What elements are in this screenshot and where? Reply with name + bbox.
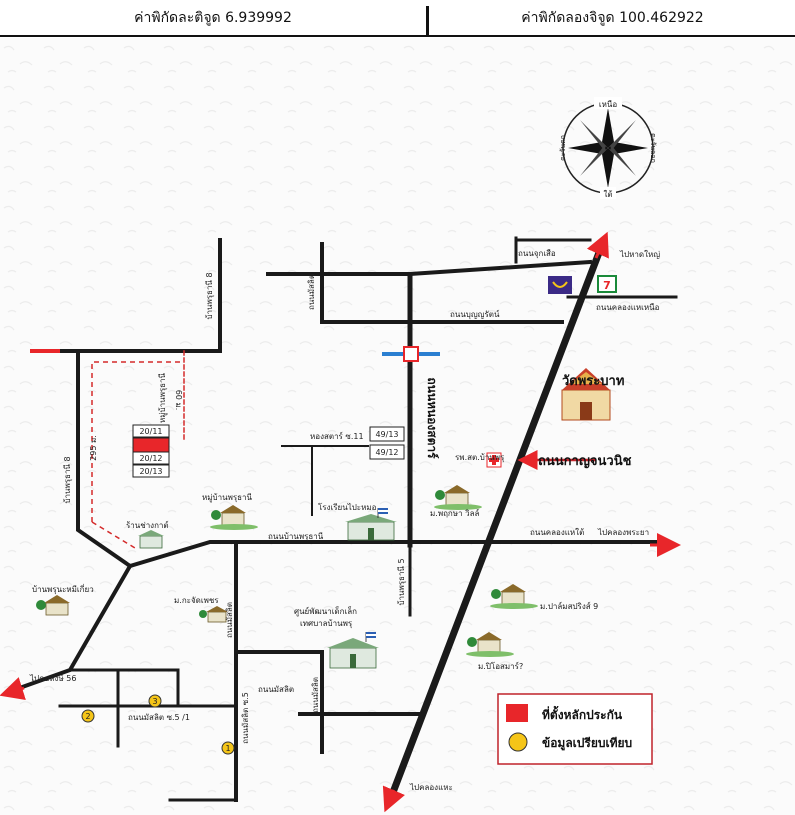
store-logo-text: 7 bbox=[603, 279, 611, 292]
comparison-marker-2 bbox=[81, 709, 95, 723]
label-hospital: รพ.สต.บ้านพรุ bbox=[455, 453, 505, 462]
parcel-49-12: 49/12 bbox=[375, 448, 398, 457]
legend-comparison-swatch bbox=[508, 732, 528, 752]
legend-collateral-label: ที่ตั้งหลักประกัน bbox=[542, 705, 623, 722]
road-mutsalit-low bbox=[234, 650, 324, 754]
label-mutsalit-s5: ถนนมัสลิต ซ.5 bbox=[241, 692, 250, 744]
label-mutsalit-mid: ถนนมัสลิต bbox=[225, 602, 234, 638]
coordinate-header: ค่าพิกัดละติจูด 6.939992 ค่าพิกัดลองจิจู… bbox=[0, 0, 795, 37]
label-bunyarat: ถนนบุญญรัตน์ bbox=[450, 309, 500, 319]
location-map: เหนือ ใต้ ตะวันออก ตะวันตก bbox=[0, 38, 795, 815]
compass-rose: เหนือ ใต้ ตะวันออก ตะวันตก bbox=[559, 97, 657, 199]
compass-east: ตะวันออก bbox=[649, 133, 657, 163]
label-mutsalit-s1: ถนนมัสลิต ซ.5 /1 bbox=[128, 713, 190, 722]
house-icon bbox=[36, 595, 70, 616]
label-child-center-1: ศูนย์พัฒนาเด็กเล็ก bbox=[294, 606, 357, 617]
label-village-road: หมู่บ้านพรุธานี bbox=[158, 372, 168, 423]
house-icon bbox=[490, 584, 538, 609]
parcel-20-11: 20/11 bbox=[139, 427, 162, 436]
label-nong-sat: ถนนหนองสตาร์ bbox=[425, 377, 439, 459]
parcel-group-other: 49/13 49/12 bbox=[369, 426, 405, 460]
hospital-icon bbox=[486, 452, 502, 468]
road-top bbox=[266, 259, 593, 276]
comparison-marker-3 bbox=[148, 694, 162, 708]
label-mutsalit-low: ถนนมัสลิต bbox=[258, 685, 294, 694]
direction-arrows bbox=[0, 231, 681, 813]
longitude-label: ค่าพิกัดลองจิจูด 100.462922 bbox=[521, 10, 704, 26]
label-village-ban-phru-thani: หมู่บ้านพรุธานี bbox=[202, 493, 253, 503]
label-chuk-suea: ถนนจุกเสือ bbox=[518, 249, 556, 258]
road-labels: ถนนจุกเสือ ไปหาดใหญ่ ถนนบุญญรัตน์ ถนนคลอ… bbox=[29, 249, 660, 792]
legend-collateral-swatch bbox=[506, 704, 528, 722]
house-icon bbox=[434, 485, 482, 510]
child-center-icon bbox=[327, 632, 379, 669]
label-shop: ร้านช่างกาต์ bbox=[126, 520, 169, 530]
label-kanchanavanich: ถนนกาญจนวนิช bbox=[538, 454, 632, 469]
label-ban-phru-nam-khiao: บ้านพรุนะหมีเกี่ยว bbox=[32, 583, 94, 594]
label-m-palm-spring: ม.ปาล์มสปริงส์ 9 bbox=[540, 601, 598, 611]
house-icon bbox=[138, 530, 164, 549]
legend-comparison-label: ข้อมูลเปรียบเทียบ bbox=[542, 736, 632, 751]
comparison-markers: 1 2 3 bbox=[81, 694, 235, 755]
label-mutsalit-low-v: ถนนมัสลิต bbox=[311, 677, 320, 713]
svg-text:3: 3 bbox=[152, 697, 157, 706]
parcel-20-12: 20/12 bbox=[139, 454, 162, 463]
latitude-label: ค่าพิกัดละติจูด 6.939992 bbox=[134, 10, 292, 26]
house-icon bbox=[199, 606, 228, 623]
label-child-center-2: เทศบาลบ้านพรุ bbox=[300, 619, 353, 628]
map-canvas: เหนือ ใต้ ตะวันออก ตะวันตก bbox=[0, 38, 795, 815]
bank-logo bbox=[548, 276, 572, 294]
place-labels: วัดพระบาท รพ.สต.บ้านพรุ หมู่บ้านพรุธานี … bbox=[32, 374, 624, 671]
house-icon bbox=[210, 505, 258, 530]
compass-north: เหนือ bbox=[599, 100, 617, 109]
label-khlong-hae-north: ถนนคลองแหเหนือ bbox=[596, 303, 660, 312]
label-to-khlong-phraya: ไปคลองพระยา bbox=[597, 528, 649, 537]
header-divider bbox=[426, 6, 429, 36]
parcel-49-13: 49/13 bbox=[375, 430, 398, 439]
school-icon bbox=[345, 508, 397, 541]
parcel-20-13: 20/13 bbox=[139, 467, 162, 476]
label-ban-phru-thani-8-a: บ้านพรุธานี 8 bbox=[205, 272, 214, 319]
label-dist-295: 295 ม. bbox=[89, 435, 98, 461]
collateral-marker bbox=[132, 437, 170, 453]
comparison-marker-1 bbox=[221, 741, 235, 755]
label-ban-phru-thani-road: ถนนบ้านพรุธานี bbox=[268, 532, 324, 541]
label-dist-60: 60 ม. bbox=[174, 390, 183, 411]
label-m-phrueksa: ม.พฤกษา วิลล์ bbox=[430, 508, 479, 518]
temple-icon bbox=[561, 368, 611, 421]
house-icon bbox=[466, 632, 514, 657]
label-mutsalit-top: ถนนมัสลิต bbox=[307, 274, 316, 310]
road-kanchanavanich bbox=[387, 245, 605, 800]
bridge-box bbox=[403, 346, 419, 362]
svg-text:1: 1 bbox=[225, 744, 230, 753]
label-school: โรงเรียนไปะหมอ bbox=[318, 502, 377, 512]
village-icons bbox=[36, 485, 538, 669]
header-rule bbox=[0, 35, 795, 37]
label-ban-phru-thani-5: บ้านพรุธานี 5 bbox=[397, 558, 406, 605]
map-legend: ที่ตั้งหลักประกัน ข้อมูลเปรียบเทียบ bbox=[497, 693, 653, 765]
label-to-hat-yai: ไปหาดใหญ่ bbox=[619, 250, 660, 259]
label-khlong-hae-south: ถนนคลองแหใต้ bbox=[530, 528, 584, 537]
label-m-krachat-phet: ม.กะจัดเพชร bbox=[174, 596, 219, 605]
label-to-khlong-hae: ไปคลองแหะ bbox=[409, 783, 453, 792]
compass-west: ตะวันตก bbox=[559, 135, 567, 161]
compass-south: ใต้ bbox=[603, 190, 612, 199]
svg-text:2: 2 bbox=[85, 712, 90, 721]
road-ban-phru-thani bbox=[127, 540, 662, 569]
label-wat-phra-bat: วัดพระบาท bbox=[562, 374, 624, 389]
parcel-group: 20/11 20/12 20/13 bbox=[132, 424, 170, 478]
label-ban-phru-thani-8-b: บ้านพรุธานี 8 bbox=[63, 456, 72, 503]
label-nong-sat-s11: หองสตาร์ ซ.11 bbox=[310, 431, 364, 441]
label-to-kho-hong: ไปคอหงษ์ 56 bbox=[29, 673, 76, 683]
label-m-pio-smart: ม.ปิโอสมาร์? bbox=[478, 661, 523, 671]
seven-eleven-logo: 7 bbox=[597, 275, 617, 293]
